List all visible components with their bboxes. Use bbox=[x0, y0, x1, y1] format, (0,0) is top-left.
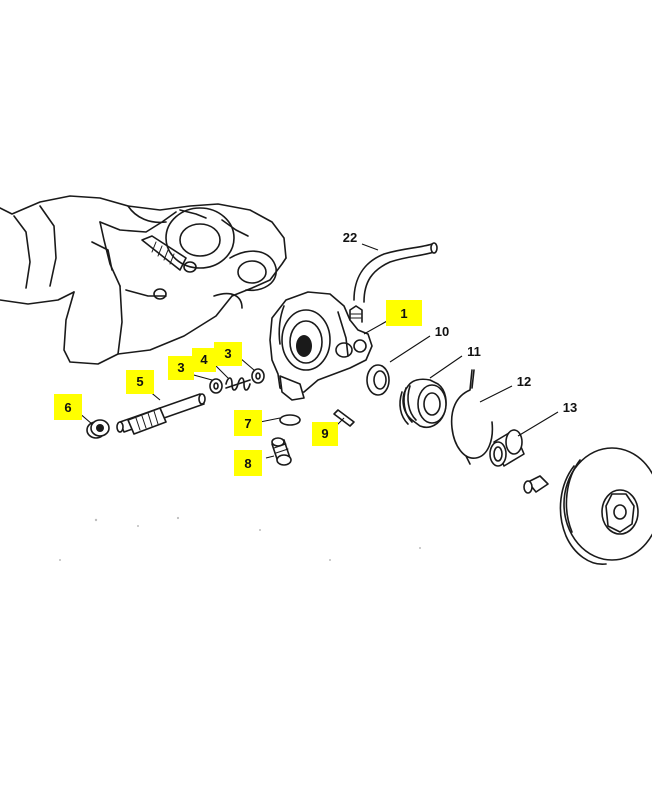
spring-clip bbox=[450, 369, 494, 465]
callout-11: 11 bbox=[467, 344, 481, 359]
callout-13-label: 13 bbox=[563, 400, 577, 415]
worm-shaft bbox=[116, 393, 206, 435]
callout-4-highlight bbox=[192, 348, 216, 372]
callout-6-label: 6 bbox=[64, 400, 71, 415]
seal-ring bbox=[366, 364, 390, 396]
callout-6-highlight bbox=[54, 394, 82, 420]
washer-left bbox=[209, 378, 223, 394]
callout-13: 13 bbox=[563, 400, 577, 415]
worm-gear bbox=[399, 378, 447, 429]
callout-7: 7 bbox=[234, 410, 262, 436]
callout-3-right-highlight bbox=[214, 342, 242, 366]
callout-5-label: 5 bbox=[136, 374, 143, 389]
callout-7-label: 7 bbox=[244, 416, 251, 431]
callout-3-left-highlight bbox=[168, 356, 194, 380]
callout-5-highlight bbox=[126, 370, 154, 394]
callout-1: 1 bbox=[386, 300, 422, 326]
callout-9-label: 9 bbox=[321, 426, 328, 441]
callout-8-label: 8 bbox=[244, 456, 251, 471]
callout-3-right: 3 bbox=[214, 342, 242, 366]
o-ring bbox=[279, 414, 301, 426]
drive-nut bbox=[86, 419, 110, 439]
washer-right bbox=[251, 368, 265, 384]
callout-4-label: 4 bbox=[200, 352, 208, 367]
callout-3-right-label: 3 bbox=[224, 346, 231, 361]
callout-4: 4 bbox=[192, 348, 216, 372]
needle-bearing bbox=[489, 429, 525, 467]
callout-5: 5 bbox=[126, 370, 154, 394]
callout-8: 8 bbox=[234, 450, 262, 476]
callout-3-left-label: 3 bbox=[177, 360, 184, 375]
callout-1-highlight bbox=[386, 300, 422, 326]
callout-11-label: 11 bbox=[467, 344, 481, 359]
callout-6: 6 bbox=[54, 394, 82, 420]
callout-9: 9 bbox=[312, 422, 338, 446]
callout-22: 22 bbox=[343, 230, 357, 245]
screw bbox=[523, 475, 549, 494]
callout-12: 12 bbox=[517, 374, 531, 389]
spring bbox=[225, 377, 251, 391]
callout-1-label: 1 bbox=[400, 306, 407, 321]
oil-hose bbox=[353, 242, 438, 303]
oil-pump-housing bbox=[269, 291, 373, 401]
callout-10-label: 10 bbox=[435, 324, 449, 339]
callout-7-highlight bbox=[234, 410, 262, 436]
callout-10: 10 bbox=[435, 324, 449, 339]
callout-12-label: 12 bbox=[517, 374, 531, 389]
adjusting-plug bbox=[271, 437, 292, 466]
callout-9-highlight bbox=[312, 422, 338, 446]
clutch-drum bbox=[559, 447, 652, 565]
scan-noise bbox=[59, 516, 421, 561]
engine-housing bbox=[0, 195, 287, 365]
callout-8-highlight bbox=[234, 450, 262, 476]
callout-22-label: 22 bbox=[343, 230, 357, 245]
callout-3-left: 3 bbox=[168, 356, 194, 380]
